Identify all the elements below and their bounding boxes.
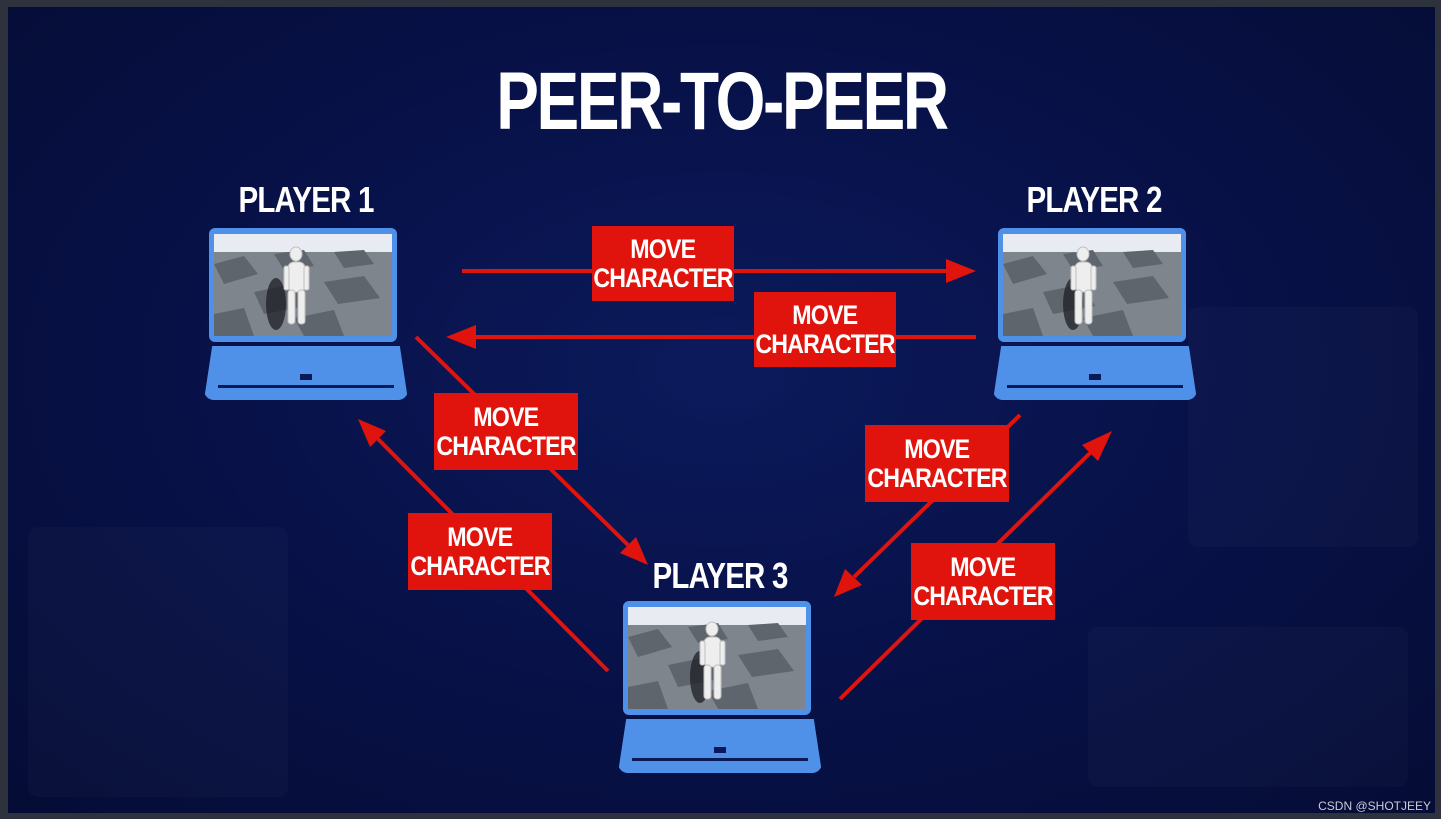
player-3-laptop [618, 601, 822, 777]
laptop-screen-frame [623, 601, 811, 715]
arrowhead-p2-to-p1 [446, 325, 476, 349]
laptop-trackpad [714, 747, 726, 753]
message-line-2: CHARACTER [410, 550, 550, 581]
message-line-1: MOVE [473, 401, 540, 432]
arrowhead-p3-to-p2 [1082, 431, 1112, 461]
laptop-screen-frame [209, 228, 397, 342]
player-2-laptop [993, 228, 1197, 404]
player-3-label: PLAYER 3 [652, 555, 788, 596]
laptop-keyline [1007, 385, 1183, 388]
player-1-laptop [204, 228, 408, 404]
message-line-2: CHARACTER [755, 328, 895, 359]
message-line-1: MOVE [630, 233, 697, 264]
arrowhead-p1-to-p2 [946, 259, 976, 283]
player-1-label: PLAYER 1 [238, 179, 374, 220]
laptop-keyline [218, 385, 394, 388]
message-line-2: CHARACTER [867, 462, 1007, 493]
watermark: CSDN @SHOTJEEY [1318, 799, 1431, 813]
message-line-2: CHARACTER [593, 262, 733, 293]
laptop-keyline [632, 758, 808, 761]
laptop-base [993, 346, 1197, 400]
slide: PEER-TO-PEER [8, 7, 1435, 813]
mannequin-character-icon [214, 234, 392, 336]
arrowhead-p3-to-p1 [358, 419, 386, 447]
laptop-trackpad [1089, 374, 1101, 380]
arrowhead-p1-to-p3 [620, 537, 648, 565]
laptop-base [204, 346, 408, 400]
message-line-1: MOVE [447, 521, 514, 552]
arrowhead-p2-to-p3 [834, 569, 862, 597]
message-p1-to-p3: MOVE CHARACTER [434, 393, 578, 470]
message-p1-to-p2: MOVE CHARACTER [592, 226, 734, 301]
laptop-screen-frame [998, 228, 1186, 342]
mannequin-character-icon [1003, 234, 1181, 336]
message-line-1: MOVE [792, 299, 859, 330]
mannequin-character-icon [628, 607, 806, 709]
message-p3-to-p2: MOVE CHARACTER [911, 543, 1055, 620]
message-p2-to-p1: MOVE CHARACTER [754, 292, 896, 367]
laptop-base [618, 719, 822, 773]
message-line-1: MOVE [950, 551, 1017, 582]
slide-title: PEER-TO-PEER [496, 56, 949, 147]
message-line-2: CHARACTER [913, 580, 1053, 611]
message-line-1: MOVE [904, 433, 971, 464]
laptop-trackpad [300, 374, 312, 380]
message-line-2: CHARACTER [436, 430, 576, 461]
player-2-label: PLAYER 2 [1026, 179, 1162, 220]
message-p3-to-p1: MOVE CHARACTER [408, 513, 552, 590]
message-p2-to-p3: MOVE CHARACTER [865, 425, 1009, 502]
